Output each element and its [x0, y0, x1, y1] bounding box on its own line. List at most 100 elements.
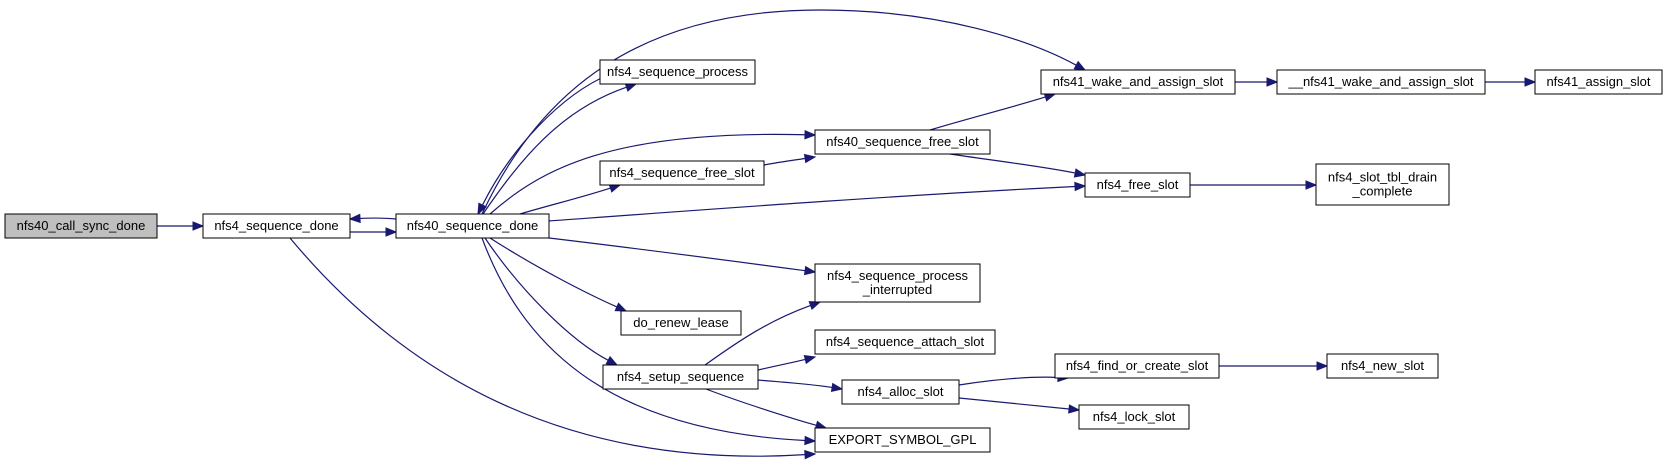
- node-label: _complete: [1352, 184, 1413, 199]
- node-box[interactable]: [1534, 69, 1663, 95]
- node-label: nfs4_sequence_done: [214, 218, 338, 233]
- node---nfs41-wake-and-assign-slot[interactable]: __nfs41_wake_and_assign_slot: [1276, 69, 1486, 95]
- node-label: EXPORT_SYMBOL_GPL: [829, 432, 977, 447]
- edge-line: [519, 187, 611, 215]
- edge-arrowhead: [1074, 181, 1087, 192]
- node-box[interactable]: [814, 427, 991, 453]
- edge-arrowhead: [614, 302, 628, 312]
- edge-arrowhead: [385, 227, 398, 237]
- node-label: __nfs41_wake_and_assign_slot: [1287, 74, 1473, 89]
- edge-nfs4_sequence_free_slot-to-nfs40_sequence_free_slot: [763, 153, 817, 166]
- edge-nfs4_setup_sequence-to-nfs4_sequence_attach_slot: [757, 354, 817, 371]
- node-label: nfs4_new_slot: [1341, 358, 1424, 373]
- edge-line: [359, 217, 397, 220]
- node-label: nfs40_sequence_done: [407, 218, 539, 233]
- node-box[interactable]: [1054, 353, 1220, 379]
- node-label: do_renew_lease: [633, 315, 728, 330]
- node-nfs4-sequence-attach-slot[interactable]: nfs4_sequence_attach_slot: [814, 329, 996, 355]
- node-box[interactable]: [1276, 69, 1486, 95]
- node-label: nfs4_alloc_slot: [858, 384, 944, 399]
- edge-arrowhead: [192, 221, 205, 231]
- node-box[interactable]: [1315, 163, 1450, 206]
- node-nfs4-sequence-process-interrupted[interactable]: nfs4_sequence_process_interrupted: [814, 263, 981, 303]
- edge-__nfs41_wake_and_assign_slot-to-nfs41_assign_slot: [1485, 77, 1537, 87]
- node-nfs4-setup-sequence[interactable]: nfs4_setup_sequence: [602, 364, 759, 390]
- node-nfs40-sequence-done[interactable]: nfs40_sequence_done: [395, 213, 550, 239]
- edge-line: [489, 237, 618, 308]
- edge-arrowhead: [804, 130, 817, 140]
- node-box[interactable]: [1040, 69, 1236, 95]
- node-box[interactable]: [814, 129, 991, 155]
- edge-nfs40_sequence_done-to-nfs4_sequence_process_interrupted: [548, 237, 817, 276]
- edge-nfs4_free_slot-to-nfs4_slot_tbl_drain_complete: [1189, 180, 1318, 190]
- edge-nfs40_sequence_done-to-nfs4_free_slot: [548, 181, 1087, 222]
- node-box[interactable]: [202, 213, 351, 239]
- edge-arrowhead: [1305, 180, 1318, 190]
- node-box[interactable]: [814, 263, 981, 303]
- edge-line: [958, 376, 1059, 386]
- edge-arrowhead: [804, 435, 817, 446]
- edge-line: [489, 133, 806, 215]
- node-box[interactable]: [395, 213, 550, 239]
- edge-arrowhead: [803, 265, 817, 276]
- edge-line: [481, 9, 1077, 215]
- node-box[interactable]: [602, 364, 759, 390]
- edge-nfs40_sequence_done-to-nfs4_sequence_free_slot: [519, 183, 622, 215]
- node-box[interactable]: [1078, 404, 1190, 430]
- node-nfs4-find-or-create-slot[interactable]: nfs4_find_or_create_slot: [1054, 353, 1220, 379]
- edge-line: [757, 358, 806, 371]
- node-nfs4-new-slot[interactable]: nfs4_new_slot: [1326, 353, 1439, 379]
- edge-nfs40_sequence_done-to-nfs4_sequence_done: [348, 213, 397, 224]
- edge-line: [929, 96, 1046, 131]
- node-nfs40-call-sync-done[interactable]: nfs40_call_sync_done: [4, 213, 158, 239]
- node-nfs4-free-slot[interactable]: nfs4_free_slot: [1084, 172, 1191, 198]
- node-label: nfs4_sequence_attach_slot: [826, 334, 985, 349]
- node-nfs41-wake-and-assign-slot[interactable]: nfs41_wake_and_assign_slot: [1040, 69, 1236, 95]
- node-box[interactable]: [1084, 172, 1191, 198]
- node-nfs4-slot-tbl-drain-complete[interactable]: nfs4_slot_tbl_drain_complete: [1315, 163, 1450, 206]
- node-nfs4-alloc-slot[interactable]: nfs4_alloc_slot: [841, 379, 960, 405]
- node-box[interactable]: [599, 59, 756, 85]
- edge-arrowhead: [804, 449, 817, 460]
- node-do-renew-lease[interactable]: do_renew_lease: [620, 310, 742, 336]
- node-nfs4-lock-slot[interactable]: nfs4_lock_slot: [1078, 404, 1190, 430]
- node-box[interactable]: [599, 160, 765, 186]
- edge-nfs4_find_or_create_slot-to-nfs4_new_slot: [1219, 361, 1329, 371]
- edge-nfs40_sequence_done-to-nfs4_setup_sequence: [484, 237, 619, 366]
- node-label: nfs41_wake_and_assign_slot: [1053, 74, 1224, 89]
- node-label: nfs4_setup_sequence: [617, 369, 744, 384]
- node-label: nfs4_free_slot: [1097, 177, 1179, 192]
- edge-line: [481, 73, 611, 206]
- edge-nfs4_sequence_done-to-nfs40_sequence_done: [349, 227, 398, 237]
- edges-layer: [157, 9, 1537, 460]
- node-label: _interrupted: [862, 282, 932, 297]
- edge-nfs40_sequence_done-to-nfs4_sequence_process: [482, 82, 638, 215]
- edge-arrowhead: [1068, 404, 1081, 414]
- node-nfs4-sequence-free-slot[interactable]: nfs4_sequence_free_slot: [599, 160, 765, 186]
- node-nfs4-sequence-process[interactable]: nfs4_sequence_process: [599, 59, 756, 85]
- edge-line: [705, 388, 817, 426]
- edge-nfs40_sequence_free_slot-to-nfs41_wake_and_assign_slot: [929, 92, 1057, 131]
- edge-nfs40_sequence_done-to-nfs40_sequence_free_slot: [489, 130, 817, 215]
- edge-arrowhead: [803, 354, 817, 365]
- node-box[interactable]: [1326, 353, 1439, 379]
- node-nfs4-sequence-done[interactable]: nfs4_sequence_done: [202, 213, 351, 239]
- node-label: nfs4_lock_slot: [1093, 409, 1176, 424]
- edge-nfs40_sequence_free_slot-to-nfs4_free_slot: [949, 153, 1087, 178]
- node-label: nfs4_slot_tbl_drain: [1328, 170, 1437, 185]
- node-box[interactable]: [620, 310, 742, 336]
- node-EXPORT-SYMBOL-GPL[interactable]: EXPORT_SYMBOL_GPL: [814, 427, 991, 453]
- node-nfs41-assign-slot[interactable]: nfs41_assign_slot: [1534, 69, 1663, 95]
- edge-line: [757, 379, 833, 389]
- edge-nfs4_alloc_slot-to-nfs4_find_or_create_slot: [958, 372, 1070, 386]
- node-nfs40-sequence-free-slot[interactable]: nfs40_sequence_free_slot: [814, 129, 991, 155]
- edge-line: [548, 185, 1076, 222]
- node-label: nfs4_sequence_process: [607, 64, 748, 79]
- node-box[interactable]: [841, 379, 960, 405]
- node-box[interactable]: [4, 213, 158, 239]
- edge-arrowhead: [477, 202, 487, 216]
- node-box[interactable]: [814, 329, 996, 355]
- node-label: nfs40_sequence_free_slot: [826, 134, 979, 149]
